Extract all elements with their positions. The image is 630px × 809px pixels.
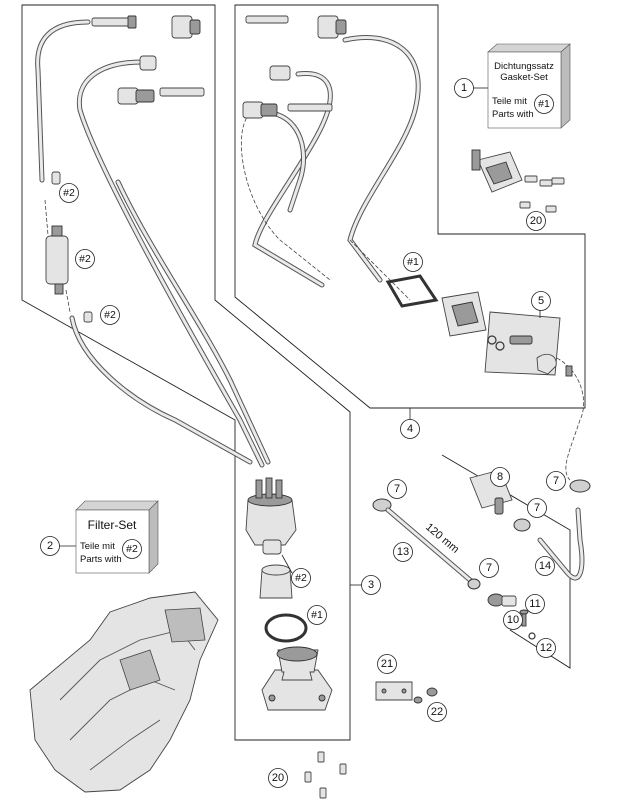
callout-8: 8 xyxy=(490,467,510,487)
gasket-set-title-de: Dichtungssatz xyxy=(494,61,554,72)
pump-flange xyxy=(261,646,333,711)
ref-2d: #2 xyxy=(291,568,311,588)
filter-set-parts-en: Parts with xyxy=(80,554,122,565)
fitting-10 xyxy=(487,593,517,607)
washer-12 xyxy=(528,632,536,640)
gasket-set-parts-en: Parts with xyxy=(492,109,534,120)
gasket-set-box: Dichtungssatz Gasket-Set Teile mit Parts… xyxy=(487,43,571,129)
filter-strainer xyxy=(259,564,293,599)
svg-text:#2: #2 xyxy=(104,309,116,321)
svg-text:20: 20 xyxy=(272,772,284,784)
connector-plugs-left xyxy=(91,15,205,105)
sensor-flange-plate xyxy=(441,291,487,337)
callout-7c: 7 xyxy=(546,471,566,491)
filter-set-box: Filter-Set Teile mit Parts with #2 xyxy=(75,500,159,574)
svg-text:7: 7 xyxy=(553,475,559,487)
svg-text:#2: #2 xyxy=(295,572,307,584)
svg-text:#2: #2 xyxy=(63,187,75,199)
svg-text:10: 10 xyxy=(507,614,519,626)
ref-1a: #1 xyxy=(403,252,423,272)
svg-text:#1: #1 xyxy=(407,256,419,268)
gasket-set-ref: #1 xyxy=(538,98,550,110)
gasket-set-title-en: Gasket-Set xyxy=(500,72,548,83)
svg-text:2: 2 xyxy=(47,540,53,552)
svg-text:13: 13 xyxy=(397,546,409,558)
svg-text:7: 7 xyxy=(534,502,540,514)
fuel-pump-connector xyxy=(245,477,297,555)
hose-clamp-7c xyxy=(569,479,591,493)
ref-1b: #1 xyxy=(307,605,327,625)
callout-10: 10 xyxy=(503,610,523,630)
hose-14 xyxy=(537,507,585,581)
callout-3: 3 xyxy=(361,575,381,595)
svg-text:14: 14 xyxy=(539,560,551,572)
filter-set-ref: #2 xyxy=(126,543,138,555)
screw-11 xyxy=(519,609,529,627)
svg-text:22: 22 xyxy=(431,706,443,718)
assembly-4-frame xyxy=(234,4,586,409)
right-hose-set xyxy=(241,35,584,481)
connector-plugs-right xyxy=(242,15,347,119)
screw-22 xyxy=(413,687,438,704)
screws-20-bottom xyxy=(304,751,347,799)
callout-20b: 20 xyxy=(268,768,288,788)
svg-text:3: 3 xyxy=(368,579,374,591)
callout-4: 4 xyxy=(400,419,420,439)
ref-2b: #2 xyxy=(75,249,95,269)
filter-set-title: Filter-Set xyxy=(88,518,137,532)
callout-21: 21 xyxy=(377,654,397,674)
ref-2c: #2 xyxy=(100,305,120,325)
ref-2a: #2 xyxy=(59,183,79,203)
hose-length-label: 120 mm xyxy=(423,521,461,556)
pump-gasket-ring xyxy=(264,613,308,643)
callout-14: 14 xyxy=(535,556,555,576)
svg-text:7: 7 xyxy=(486,562,492,574)
left-hose-set xyxy=(35,19,271,468)
svg-text:#1: #1 xyxy=(311,609,323,621)
filter-set-parts-de: Teile mit xyxy=(80,541,115,552)
callout-5: 5 xyxy=(531,291,551,311)
callout-7a: 7 xyxy=(387,479,407,499)
sensor-housing xyxy=(471,149,565,213)
callout-2: 2 xyxy=(40,536,60,556)
fuel-tank xyxy=(29,591,219,793)
callout-7b: 7 xyxy=(527,498,547,518)
svg-text:20: 20 xyxy=(530,215,542,227)
svg-text:21: 21 xyxy=(381,658,393,670)
svg-text:#2: #2 xyxy=(79,253,91,265)
assembly-3-frame xyxy=(21,4,351,741)
svg-text:1: 1 xyxy=(461,82,467,94)
hose-clamp-7d xyxy=(467,578,481,590)
callout-13: 13 xyxy=(393,542,413,562)
callout-11: 11 xyxy=(525,594,545,614)
svg-text:4: 4 xyxy=(407,423,413,435)
bracket-21 xyxy=(375,681,413,701)
svg-text:12: 12 xyxy=(540,642,552,654)
callout-1: 1 xyxy=(454,78,474,98)
callout-7d: 7 xyxy=(479,558,499,578)
svg-text:7: 7 xyxy=(394,483,400,495)
svg-text:5: 5 xyxy=(538,295,544,307)
svg-text:11: 11 xyxy=(529,598,540,610)
sensor-kit-5 xyxy=(484,311,573,377)
hose-clamp-7b xyxy=(513,518,531,532)
gasket-set-parts-de: Teile mit xyxy=(492,96,527,107)
callout-22: 22 xyxy=(427,702,447,722)
callout-12: 12 xyxy=(536,638,556,658)
leader-lines xyxy=(59,87,541,586)
sensor-gasket xyxy=(385,274,439,308)
hose-13-120mm xyxy=(385,507,473,583)
svg-text:8: 8 xyxy=(497,471,503,483)
callout-20a: 20 xyxy=(526,211,546,231)
fuel-filter xyxy=(45,171,93,323)
